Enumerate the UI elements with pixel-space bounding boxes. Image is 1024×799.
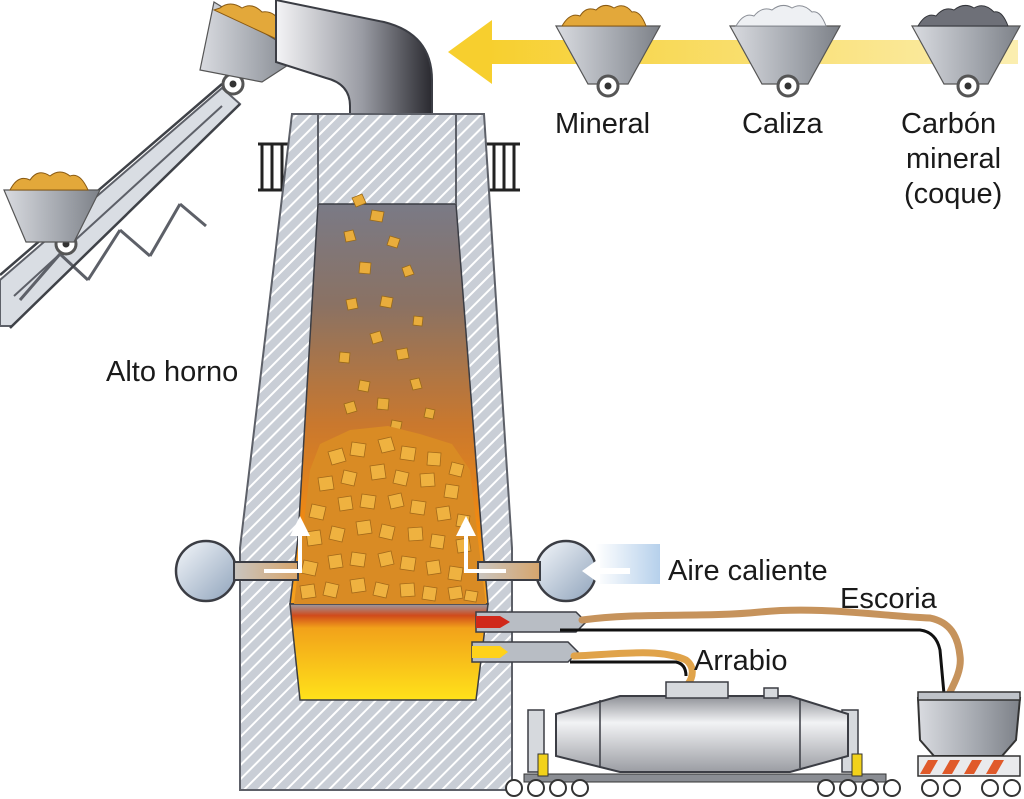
label-escoria: Escoria	[840, 583, 938, 615]
slag-car-icon	[916, 691, 1022, 797]
hot-air-ring-right	[477, 539, 598, 603]
hot-air-inlet-arrows	[582, 544, 660, 584]
hot-air-up-arrows	[264, 516, 506, 573]
iron-tap	[471, 641, 580, 663]
top-railing-left	[258, 142, 292, 192]
label-carbon-line2: mineral	[906, 143, 1001, 175]
ore-pile	[294, 426, 486, 604]
label-carbon-line1: Carbón	[901, 108, 996, 140]
ore-cart-icon	[554, 4, 662, 98]
iron-flow	[570, 649, 696, 688]
label-caliza: Caliza	[742, 108, 823, 140]
label-arrabio: Arrabio	[694, 645, 788, 677]
conveyor-icon	[0, 72, 245, 329]
torpedo-car-icon	[505, 681, 901, 797]
label-mineral: Mineral	[555, 108, 650, 140]
skip-bucket-bottom	[3, 171, 101, 243]
slag-flow	[560, 606, 964, 700]
limestone-cart-icon	[728, 4, 842, 98]
label-carbon-line3: (coque)	[904, 178, 1002, 210]
falling-ore	[338, 193, 436, 433]
coke-cart-icon	[910, 4, 1022, 98]
label-aire-caliente: Aire caliente	[668, 555, 828, 587]
slag-tap	[475, 611, 588, 633]
label-alto-horno: Alto horno	[106, 356, 238, 388]
